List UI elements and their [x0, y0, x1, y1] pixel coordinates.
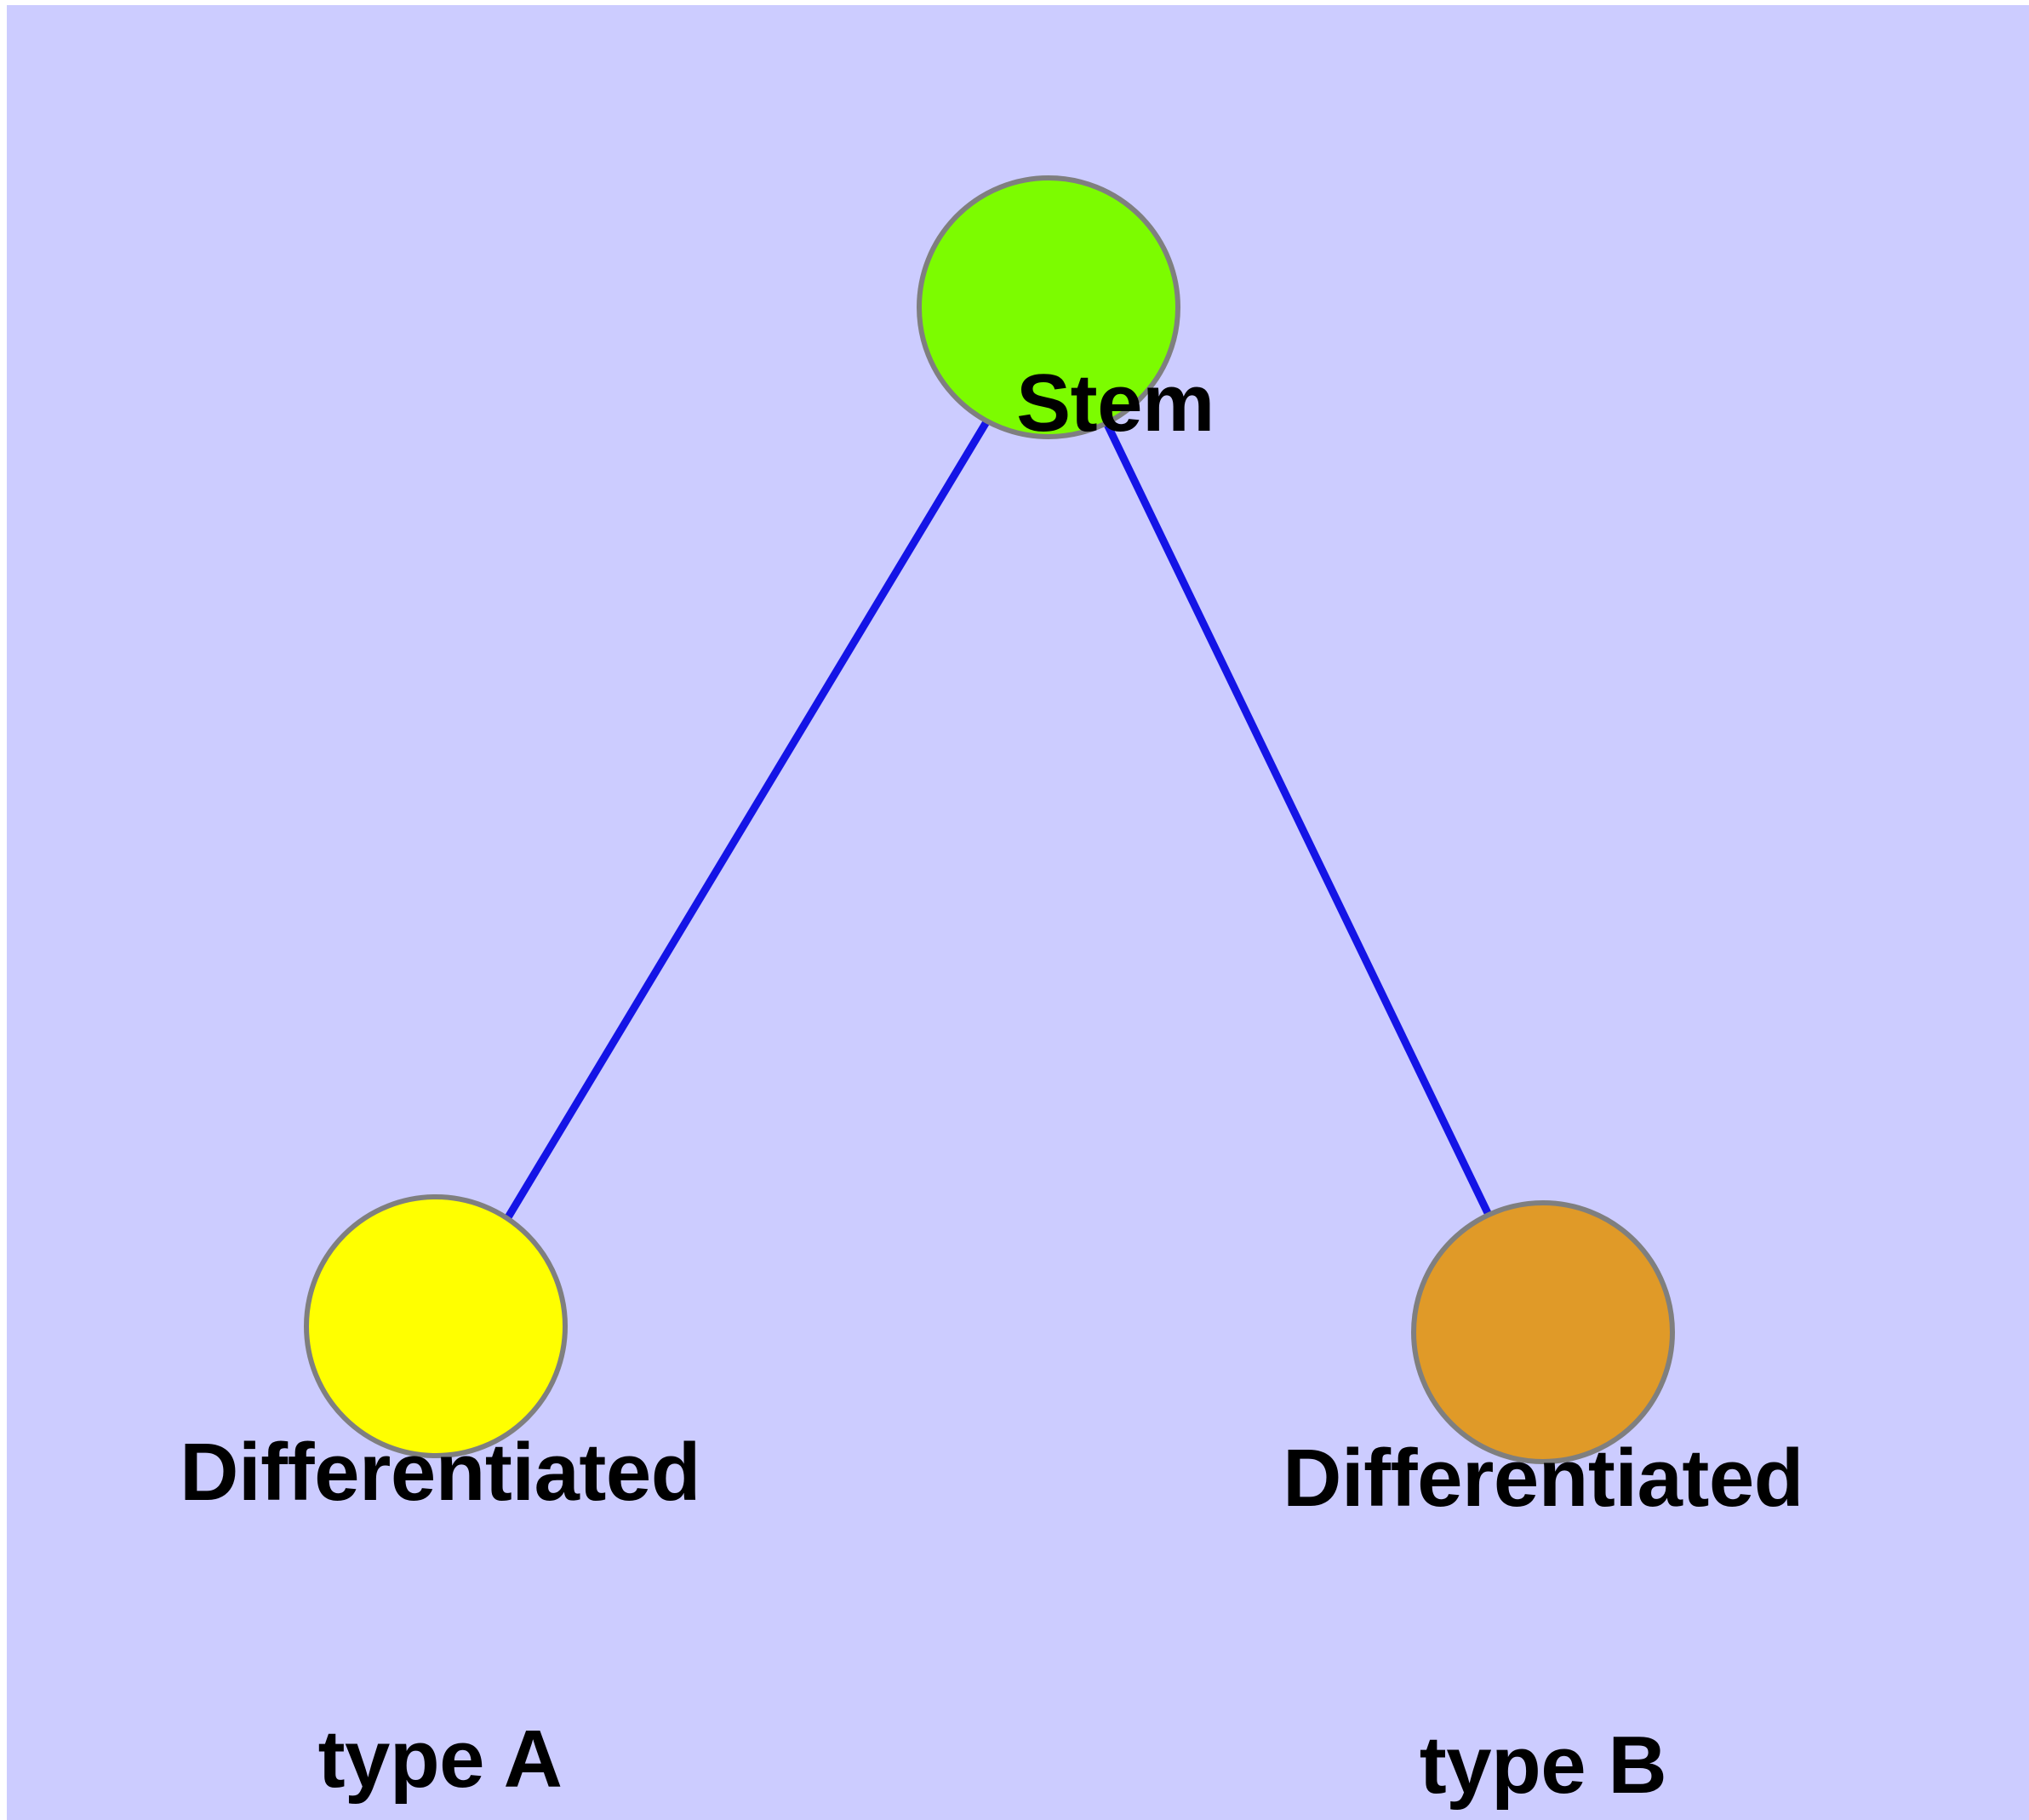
node-differentiated-type-b[interactable]: [1411, 1200, 1675, 1464]
node-stem[interactable]: [917, 175, 1180, 439]
node-differentiated-type-a[interactable]: [304, 1194, 568, 1458]
graph-plot-area: Stem Differentiated type A Differentiate…: [7, 5, 2029, 1820]
edge-stem-to-differentiated-type-a: [437, 309, 1056, 1333]
edge-stem-to-differentiated-type-b: [1049, 310, 1552, 1338]
edge-layer: [437, 309, 1552, 1338]
